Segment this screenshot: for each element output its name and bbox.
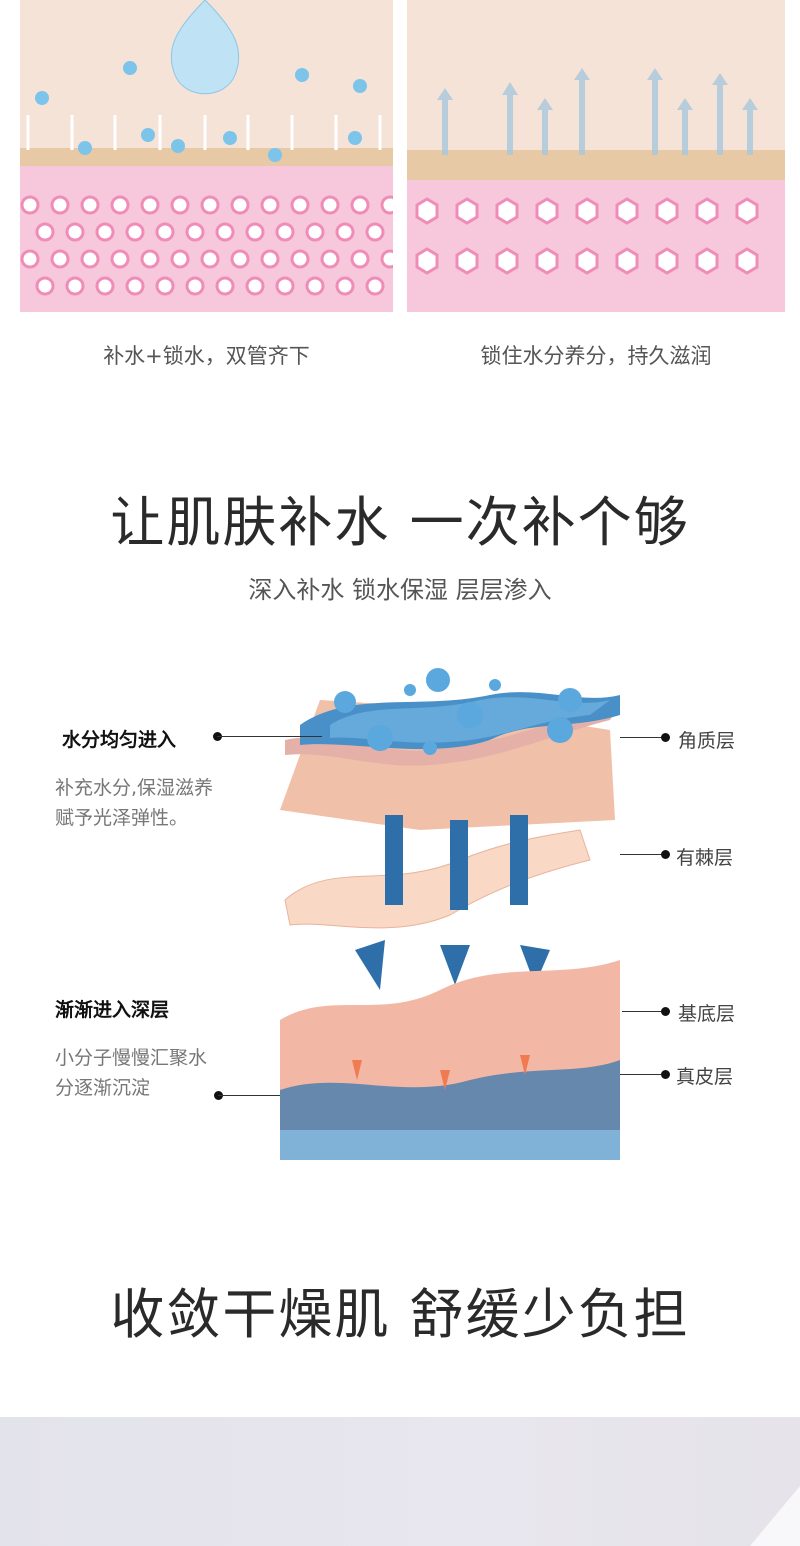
diagram-heading-water-in: 水分均匀进入	[62, 729, 177, 751]
desc-line: 赋予光泽弹性。	[55, 807, 189, 829]
label-stratum-corneum: 角质层	[678, 730, 736, 752]
desc-line: 分逐渐沉淀	[55, 1077, 151, 1099]
leader-dot	[661, 850, 670, 859]
panel-caption-right: 锁住水分养分，持久滋润	[480, 344, 712, 368]
leader-line	[622, 1011, 665, 1012]
leader-dot	[661, 1007, 670, 1016]
leader-line	[620, 737, 665, 738]
leader-dot	[661, 1070, 670, 1079]
leader-line	[620, 854, 665, 855]
diagram-heading-deep: 渐渐进入深层	[55, 999, 170, 1021]
section-subtitle: 深入补水 锁水保湿 层层渗入	[248, 576, 552, 604]
product-photo-panel	[0, 1417, 800, 1546]
leader-line	[620, 1074, 665, 1075]
leader-line	[218, 1095, 280, 1096]
leader-line	[217, 736, 322, 737]
leader-dot	[661, 733, 670, 742]
desc-line: 小分子慢慢汇聚水	[55, 1047, 208, 1069]
moisture-lock-illustration	[407, 0, 785, 312]
hydration-illustration	[20, 0, 393, 312]
diagram-desc-deep: 小分子慢慢汇聚水 分逐渐沉淀	[55, 1043, 207, 1103]
section-title-hydrate: 让肌肤补水 一次补个够	[110, 491, 690, 554]
panel-caption-left: 补水+锁水，双管齐下	[103, 344, 310, 368]
diagram-desc-water-in: 补充水分,保湿滋养 赋予光泽弹性。	[55, 773, 213, 833]
desc-line: 补充水分,保湿滋养	[55, 777, 214, 799]
section-title-soothe: 收敛干燥肌 舒缓少负担	[110, 1283, 690, 1346]
label-spinous-layer: 有棘层	[676, 847, 734, 869]
label-basal-layer: 基底层	[678, 1003, 736, 1025]
skin-layer-diagram	[280, 668, 620, 1160]
label-dermis: 真皮层	[676, 1066, 734, 1088]
